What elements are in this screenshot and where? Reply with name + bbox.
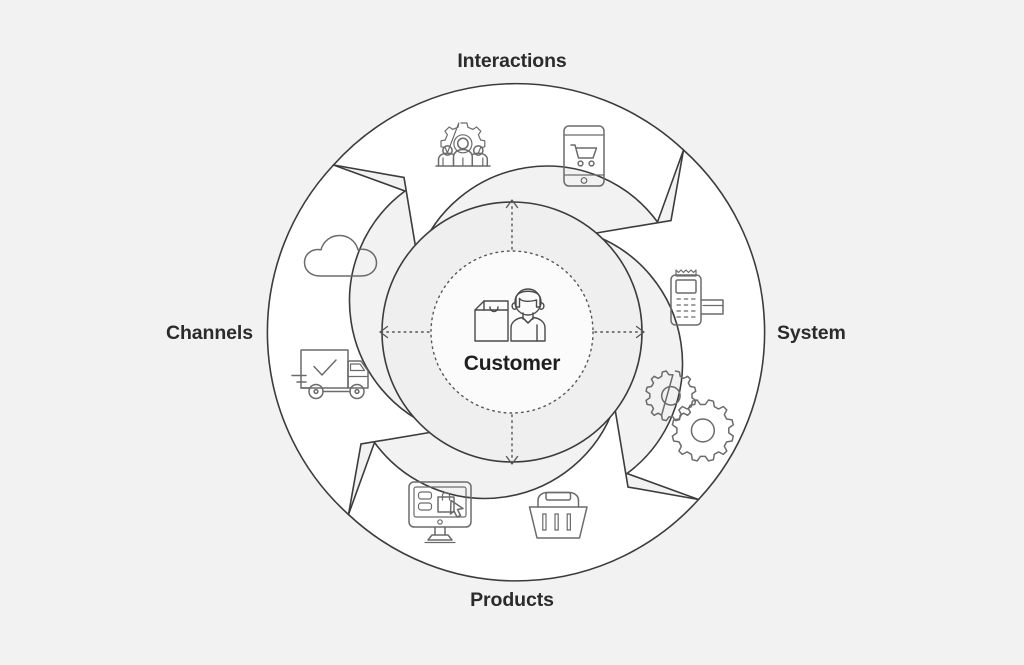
quadrant-label-channels: Channels: [166, 322, 253, 344]
shopping-basket-icon: [528, 491, 588, 539]
gears-icon: [645, 370, 735, 462]
online-store-monitor-icon: [408, 481, 472, 544]
arrow-down: [505, 414, 519, 465]
quadrant-segment-interactions[interactable]: [331, 82, 685, 259]
quadrant-segment-channels[interactable]: [266, 164, 442, 517]
shopper-with-shopping-bag-icon: [474, 288, 546, 342]
delivery-truck-check-icon: [291, 349, 369, 400]
arrow-left: [379, 325, 430, 339]
arrow-right: [594, 325, 645, 339]
center-label-customer: Customer: [463, 352, 561, 375]
quadrant-label-products: Products: [470, 589, 554, 611]
mobile-shopping-cart-icon: [563, 125, 605, 187]
team-gear-icon: [435, 122, 491, 167]
pos-card-terminal-icon: [670, 269, 724, 326]
quadrant-label-system: System: [777, 322, 846, 344]
cloud-icon: [303, 234, 378, 277]
quadrant-segment-products[interactable]: [347, 405, 701, 582]
arrow-up: [505, 199, 519, 250]
customer-dotted-circle: [430, 250, 594, 414]
quadrant-label-interactions: Interactions: [457, 50, 567, 72]
